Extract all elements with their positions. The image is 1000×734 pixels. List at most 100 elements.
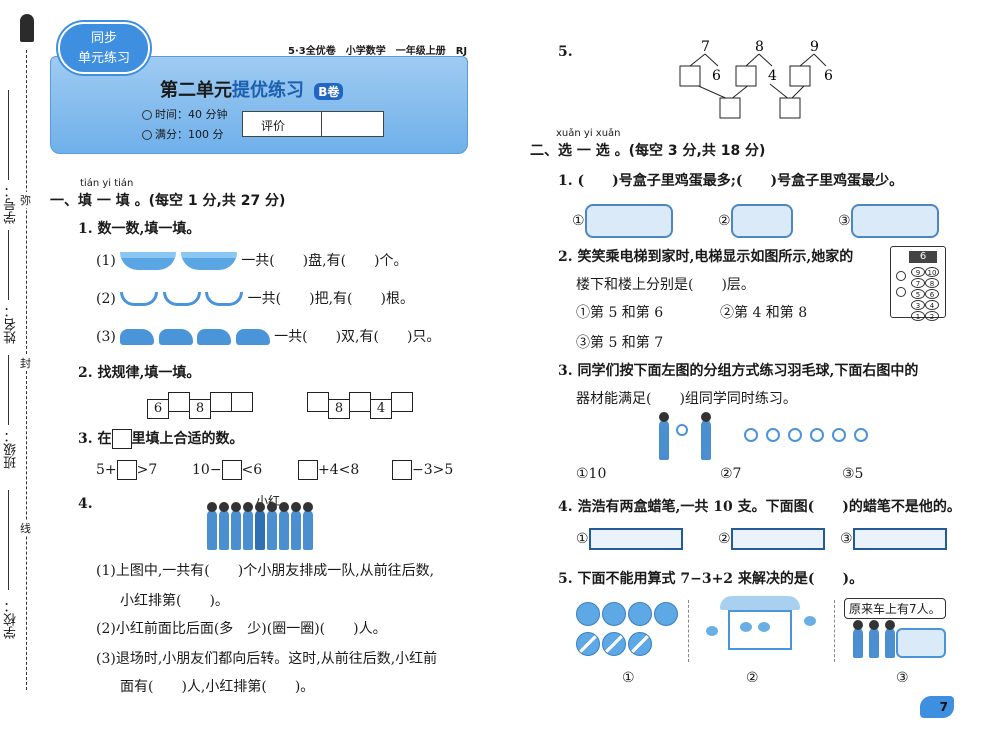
section1-title: 一、填 一 填 。(每空 1 分,共 27 分) xyxy=(50,193,286,209)
children-queue-image xyxy=(206,510,314,554)
elevator-button: 4 xyxy=(925,300,939,310)
field-class[interactable] xyxy=(8,355,9,425)
q4-sub2: (2)小红前面比后面(多 少)(圈一圈)( )人。 xyxy=(96,621,387,637)
seal-mark-3: 线 xyxy=(20,520,31,536)
child-figure xyxy=(279,510,289,550)
sequence2-cell[interactable] xyxy=(307,392,329,412)
tree-blank-box[interactable] xyxy=(719,97,741,119)
sequence1-cell[interactable] xyxy=(231,392,253,412)
shoe-icon xyxy=(235,329,270,345)
child-figure xyxy=(219,510,229,550)
crayon-option-2-label: ② xyxy=(718,531,731,547)
elevator-button: 7 xyxy=(911,278,925,288)
tree-top-number: 7 xyxy=(701,39,710,55)
s2-q3-option-3[interactable]: ③5 xyxy=(842,466,864,482)
bird-icon xyxy=(758,622,770,632)
passenger-figure xyxy=(869,628,879,658)
expr1-right: >7 xyxy=(136,462,158,478)
sequence1-cell[interactable] xyxy=(210,392,232,412)
q1-row-2: (2) 一共( )把,有( )根。 xyxy=(96,286,414,312)
tree-blank-box[interactable] xyxy=(779,97,801,119)
tree-blank-box[interactable] xyxy=(679,65,701,87)
s2-q3-option-2[interactable]: ②7 xyxy=(720,466,742,482)
check-icon xyxy=(142,130,152,140)
racket-icon xyxy=(676,424,688,436)
expr-3: +4<8 xyxy=(298,460,359,480)
child-figure-xiaohong xyxy=(255,510,265,550)
circles-option-image xyxy=(576,600,680,660)
bird-icon xyxy=(706,626,718,636)
bus-option-image xyxy=(846,622,950,662)
rocket-icon xyxy=(20,14,34,42)
player-figure xyxy=(701,420,711,460)
tree-top-number: 8 xyxy=(755,39,764,55)
child-figure xyxy=(243,510,253,550)
egg-option-2[interactable]: ② xyxy=(718,204,793,238)
crayon-option-2[interactable]: ② xyxy=(718,528,825,550)
field-student-id[interactable] xyxy=(8,90,9,180)
expr4-box[interactable] xyxy=(392,460,412,480)
sequence1-cell: 8 xyxy=(189,399,211,419)
clock-icon xyxy=(142,110,152,120)
sequence2-cell[interactable] xyxy=(349,392,371,412)
s2-q3-option-1[interactable]: ①10 xyxy=(576,466,607,482)
tree-blank-box[interactable] xyxy=(735,65,757,87)
child-figure xyxy=(231,510,241,550)
elevator-button: 8 xyxy=(925,278,939,288)
q1-stem: 1. 数一数,填一填。 xyxy=(78,221,201,237)
tree-blank-box[interactable] xyxy=(789,65,811,87)
q1-row3-index: (3) xyxy=(96,329,116,345)
sequence2-cell[interactable] xyxy=(391,392,413,412)
tree-mid-number: 6 xyxy=(712,68,721,84)
time-label: 时间：40 分钟 xyxy=(155,108,228,121)
crayon-box-icon xyxy=(730,528,825,550)
s2-q2-option-1[interactable]: ①第 5 和第 6 xyxy=(576,305,664,321)
section1-pinyin: tián yi tián xyxy=(80,178,134,189)
s2-q5-option-2[interactable]: ② xyxy=(746,670,759,686)
egg-option-1-label: ① xyxy=(572,213,585,229)
crayon-box-icon xyxy=(588,528,683,550)
shelter-roof xyxy=(720,596,800,610)
elevator-display: 6 xyxy=(909,251,937,263)
q4-sub3: (3)退场时,小朋友们都向后转。这时,从前往后数,小红前 xyxy=(96,651,438,667)
field-name[interactable] xyxy=(8,230,9,300)
egg-option-1[interactable]: ① xyxy=(572,204,673,238)
s2-q5-option-1[interactable]: ① xyxy=(622,670,635,686)
section2-pinyin: xuǎn yi xuǎn xyxy=(556,128,621,139)
banana-icon xyxy=(162,292,201,306)
circle-icon xyxy=(654,602,678,626)
crayon-option-3-label: ③ xyxy=(840,531,853,547)
child-figure xyxy=(291,510,301,550)
expr1-left: 5+ xyxy=(96,462,117,478)
field-school[interactable] xyxy=(8,490,9,590)
crayon-option-3[interactable]: ③ xyxy=(840,528,947,550)
sequence1-cell: 6 xyxy=(147,399,169,419)
s2-q3-stem-1: 3. 同学们按下面左图的分组方式练习羽毛球,下面右图中的 xyxy=(558,363,919,379)
s2-q2-option-2[interactable]: ②第 4 和第 8 xyxy=(720,305,808,321)
s2-q2-option-3[interactable]: ③第 5 和第 7 xyxy=(576,335,664,351)
egg-option-3[interactable]: ③ xyxy=(838,204,939,238)
label-student-id: 学号： xyxy=(4,185,19,224)
expr4-right: −3>5 xyxy=(412,462,454,478)
title-part-2: 提优练习 xyxy=(232,80,304,101)
s2-q4-options: ① ② ③ xyxy=(576,526,956,556)
crayon-option-1[interactable]: ① xyxy=(576,528,683,550)
expr2-right: <6 xyxy=(241,462,263,478)
sequence1-cell[interactable] xyxy=(168,392,190,412)
banana-icon xyxy=(120,292,159,306)
q4-sub1: (1)上图中,一共有( )个小朋友排成一队,从前往后数, xyxy=(96,563,435,579)
s2-q5-option-3[interactable]: ③ xyxy=(896,670,909,686)
expr1-box[interactable] xyxy=(116,460,137,480)
expr2-box[interactable] xyxy=(221,460,242,480)
expr3-box[interactable] xyxy=(298,460,318,480)
section2-title: 二、选 一 选 。(每空 3 分,共 18 分) xyxy=(530,143,766,159)
elevator-button: 5 xyxy=(911,289,925,299)
player-figure xyxy=(659,420,669,460)
elevator-up-icon xyxy=(896,271,906,281)
seal-mark-2: 封 xyxy=(20,355,31,371)
q3-stem-b: 里填上合适的数。 xyxy=(131,431,244,447)
eval-input[interactable] xyxy=(323,112,383,136)
time-info: 时间：40 分钟 xyxy=(142,106,228,122)
